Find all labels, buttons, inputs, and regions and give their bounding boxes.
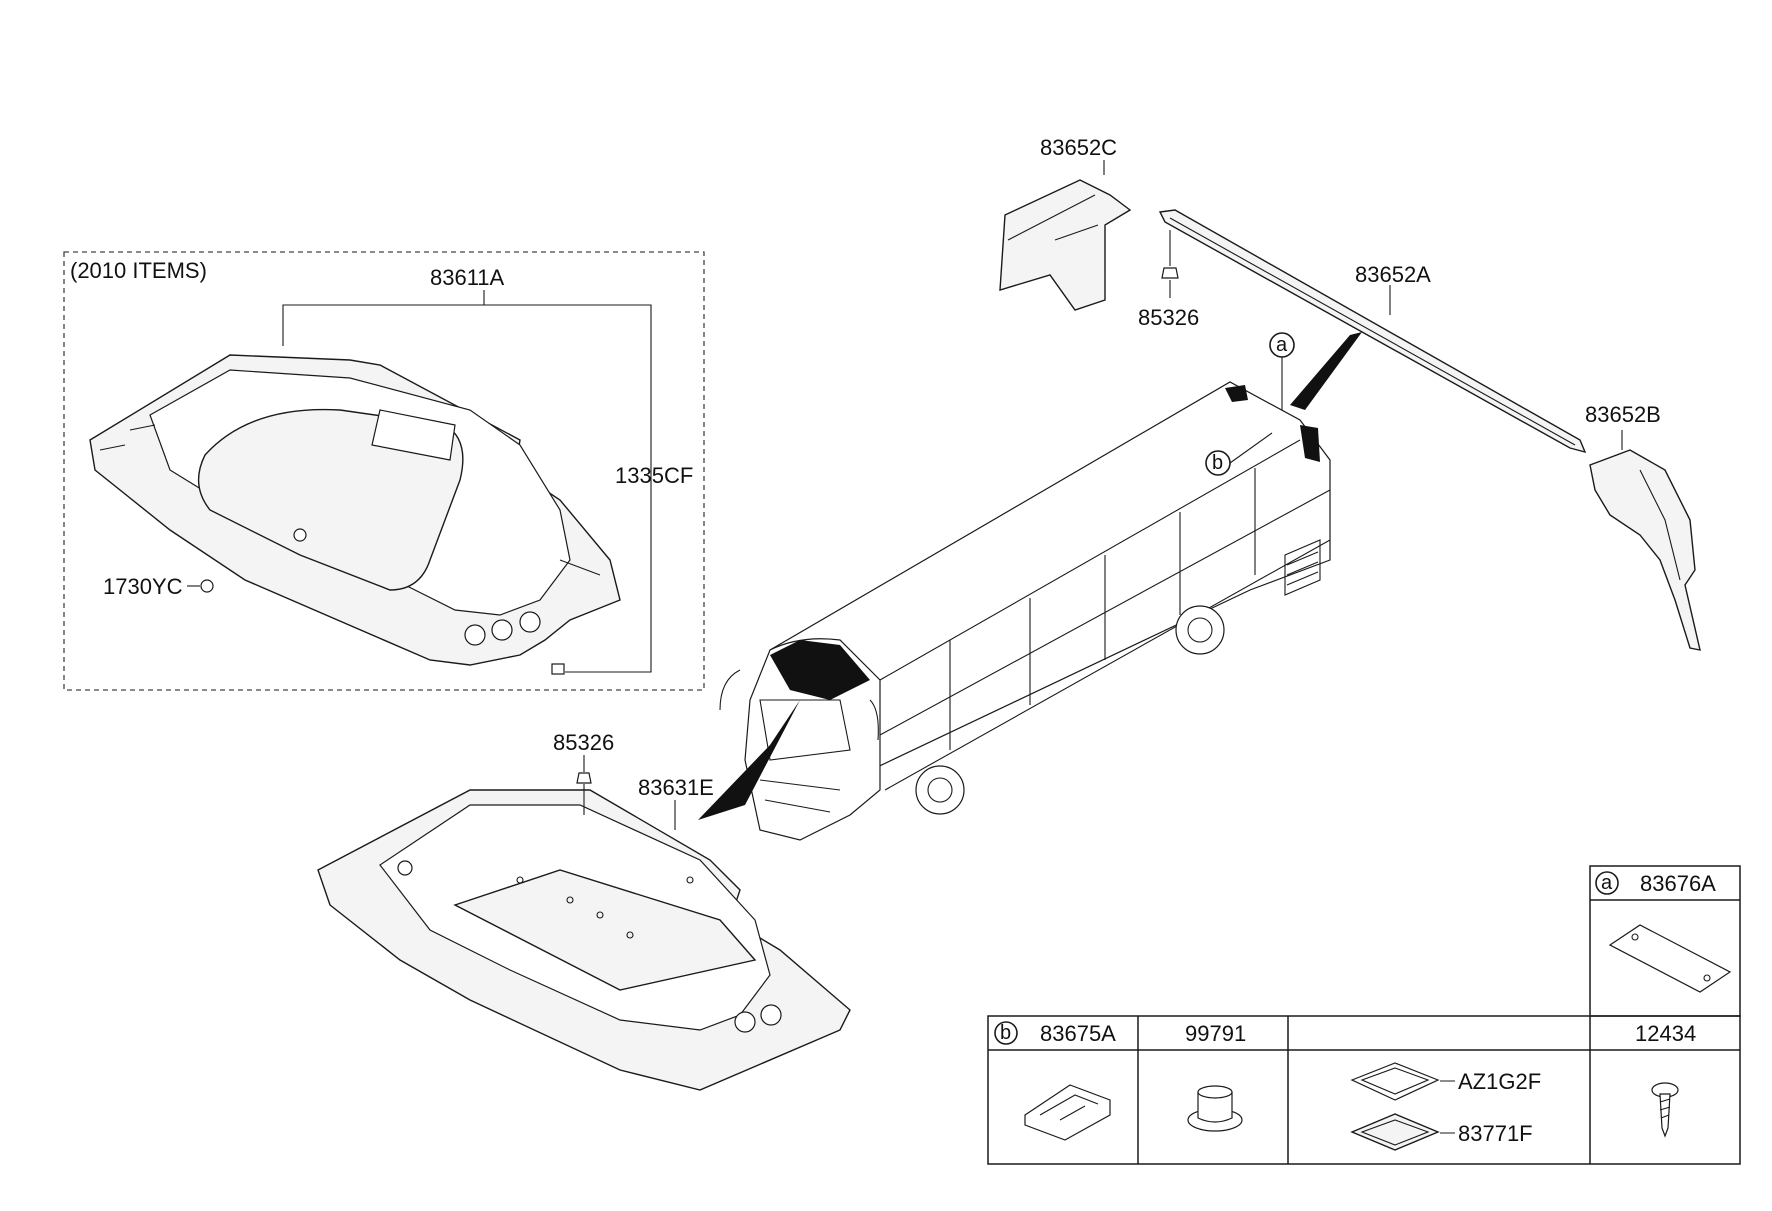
ref-b-label: b bbox=[1212, 452, 1223, 474]
callout-83611A: 83611A bbox=[430, 265, 505, 290]
pad-83676A-illustration bbox=[1608, 924, 1732, 993]
roof-rail-83652A[interactable] bbox=[1158, 209, 1587, 454]
ref-marker-b: b bbox=[1205, 432, 1273, 476]
screw-12434-illustration bbox=[1651, 1082, 1679, 1138]
leader-83611A-1335CF bbox=[282, 304, 652, 673]
cap-99791-illustration bbox=[1187, 1085, 1243, 1132]
bus-illustration bbox=[698, 332, 1362, 841]
ref-marker-a: a bbox=[1269, 332, 1295, 410]
legend-b-side-2: 83771F bbox=[1458, 1121, 1533, 1146]
clip-85326-top[interactable] bbox=[1161, 230, 1179, 298]
callout-83631E: 83631E bbox=[638, 775, 714, 800]
callout-1730YC: 1730YC bbox=[103, 574, 183, 599]
headliner-83631E[interactable] bbox=[317, 789, 851, 1091]
legend-a-part: 83676A bbox=[1640, 871, 1716, 896]
legend-b-header-1: 83675A bbox=[1040, 1021, 1116, 1046]
legend-b-table: b 83675A 99791 12434 AZ1G2F 83771F bbox=[987, 1015, 1741, 1165]
legend-b-header-4: 12434 bbox=[1635, 1021, 1696, 1046]
callout-1335CF: 1335CF bbox=[615, 463, 693, 488]
pillar-trim-83652C[interactable] bbox=[999, 179, 1132, 311]
ref-a-label: a bbox=[1276, 334, 1288, 356]
headliner-83611A[interactable] bbox=[89, 354, 621, 675]
group-box-2010-items: (2010 ITEMS) bbox=[63, 251, 705, 691]
callout-83652A: 83652A bbox=[1355, 262, 1431, 287]
legend-b-marker: b bbox=[1000, 1022, 1011, 1044]
group-box-title: (2010 ITEMS) bbox=[70, 258, 207, 283]
bracket-83675A-illustration bbox=[1024, 1084, 1111, 1141]
clip-85326-mid[interactable] bbox=[576, 755, 592, 815]
gasket-AZ1G2F-illustration bbox=[1350, 1062, 1440, 1101]
legend-b-side-1: AZ1G2F bbox=[1458, 1069, 1541, 1094]
callout-83652B: 83652B bbox=[1585, 402, 1661, 427]
callout-85326-top: 85326 bbox=[1138, 305, 1199, 330]
callout-85326-mid: 85326 bbox=[553, 730, 614, 755]
callout-83652C: 83652C bbox=[1040, 135, 1117, 160]
rear-trim-83652B[interactable] bbox=[1589, 449, 1701, 651]
legend-a-table: a 83676A bbox=[1589, 865, 1741, 1017]
pad-83771F-illustration bbox=[1350, 1113, 1440, 1151]
legend-a-marker: a bbox=[1601, 872, 1613, 894]
legend-b-header-2: 99791 bbox=[1185, 1021, 1246, 1046]
